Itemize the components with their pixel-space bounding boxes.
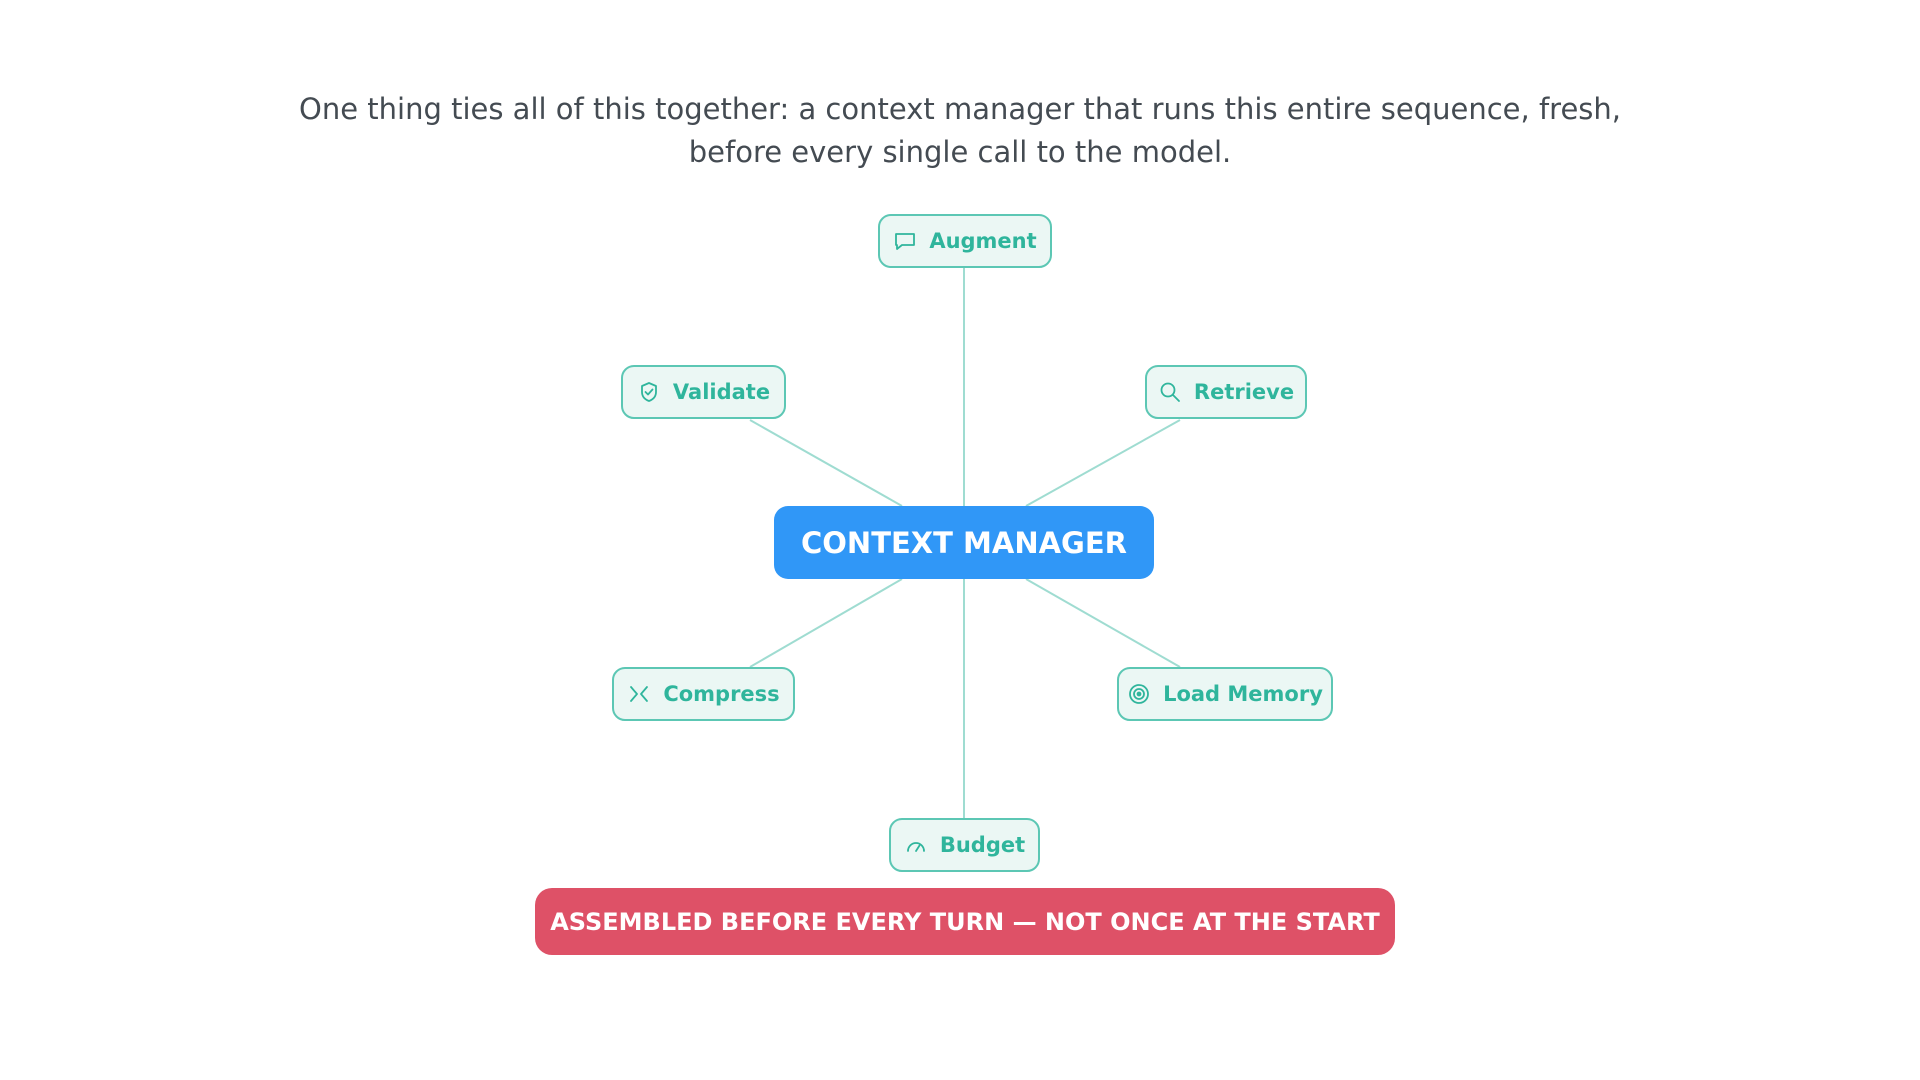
chat-bubble-icon (893, 229, 917, 253)
search-icon (1158, 380, 1182, 404)
node-compress: Compress (612, 667, 795, 721)
assembled-banner: ASSEMBLED BEFORE EVERY TURN — NOT ONCE A… (535, 888, 1395, 955)
node-label: Retrieve (1193, 380, 1295, 404)
connector-retrieve (1025, 419, 1181, 507)
connector-validate (749, 419, 903, 507)
context-manager-hub: CONTEXT MANAGER (774, 506, 1154, 579)
connector-load-memory (1025, 578, 1181, 668)
node-label: Budget (939, 833, 1026, 857)
node-label: Load Memory (1163, 682, 1323, 706)
node-label: Compress (663, 682, 780, 706)
compress-icon (627, 682, 651, 706)
node-retrieve: Retrieve (1145, 365, 1307, 419)
gauge-icon (904, 833, 928, 857)
connector-compress (749, 578, 903, 668)
shield-check-icon (637, 380, 661, 404)
node-label: Validate (672, 380, 771, 404)
node-load-memory: Load Memory (1117, 667, 1333, 721)
node-validate: Validate (621, 365, 786, 419)
intro-text: One thing ties all of this together: a c… (299, 92, 1621, 169)
target-icon (1127, 682, 1151, 706)
node-label: Augment (929, 229, 1037, 253)
node-budget: Budget (889, 818, 1040, 872)
node-augment: Augment (878, 214, 1052, 268)
